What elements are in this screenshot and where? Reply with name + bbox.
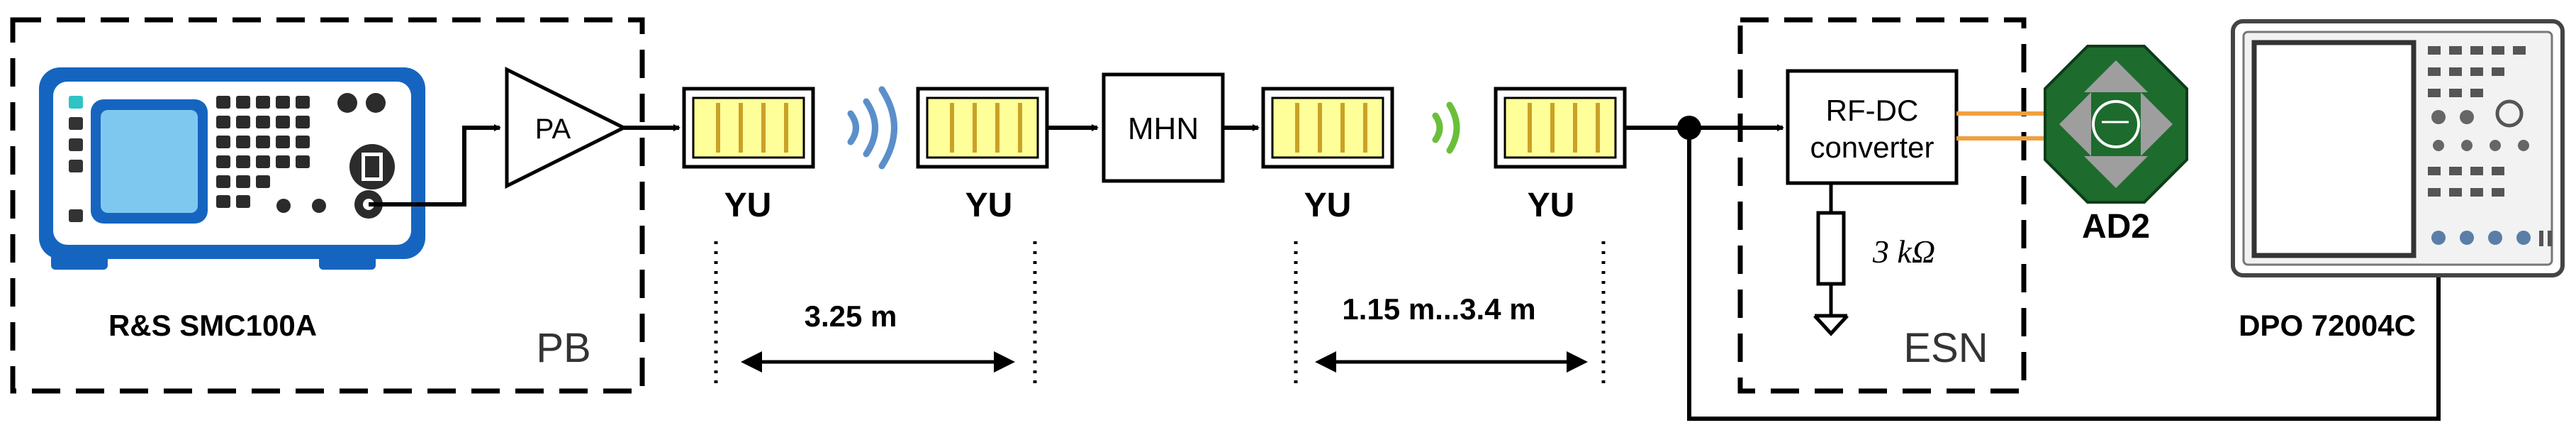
oscilloscope-icon — [2231, 19, 2565, 277]
pa-amplifier-icon — [505, 66, 628, 189]
oscilloscope-label: DPO 72004C — [2239, 309, 2416, 342]
mhn-label: MHN — [1128, 111, 1199, 146]
generator-to-pa-wire — [369, 124, 501, 207]
resistor-value-label: 3 kΩ — [1872, 233, 1935, 270]
esn-dashed-box — [1737, 17, 2027, 394]
rfdc-label-line2: converter — [1810, 131, 1934, 164]
yagi-antenna-2-icon — [916, 87, 1049, 169]
antenna-3-label: YU — [1304, 187, 1352, 224]
esn-label: ESN — [1903, 325, 1988, 371]
pa-label: PA — [535, 114, 571, 145]
distance-2-label: 1.15 m...3.4 m — [1342, 292, 1535, 326]
pb-dashed-box — [10, 17, 645, 394]
junction-to-oscilloscope-wire — [1687, 128, 2442, 421]
yagi-antenna-3-icon — [1261, 87, 1394, 169]
yagi-antenna-4-icon — [1494, 87, 1627, 169]
signal-generator-label: R&S SMC100A — [108, 309, 317, 342]
antenna-2-label: YU — [965, 187, 1013, 224]
distance-1-arrow — [741, 351, 1015, 373]
rfdc-converter-box — [1786, 69, 1959, 185]
signal-generator-icon — [39, 67, 425, 270]
pb-label: PB — [536, 325, 590, 371]
rfdc-label-line1: RF-DC — [1826, 94, 1919, 127]
ground-icon — [1813, 314, 1849, 336]
distance-1-label: 3.25 m — [805, 299, 897, 333]
resistor-icon — [1816, 183, 1846, 316]
antenna-4-label: YU — [1528, 187, 1575, 224]
ad2-label: AD2 — [2082, 208, 2150, 246]
wireless-wave-green-icon — [1432, 101, 1460, 154]
ad2-device-icon — [2044, 45, 2188, 204]
distance-2-arrow — [1315, 351, 1588, 373]
yagi-antenna-1-icon — [682, 87, 815, 169]
antenna-1-label: YU — [724, 187, 772, 224]
wireless-wave-blue-icon — [847, 86, 897, 170]
rf-output-wires — [1956, 111, 2056, 141]
